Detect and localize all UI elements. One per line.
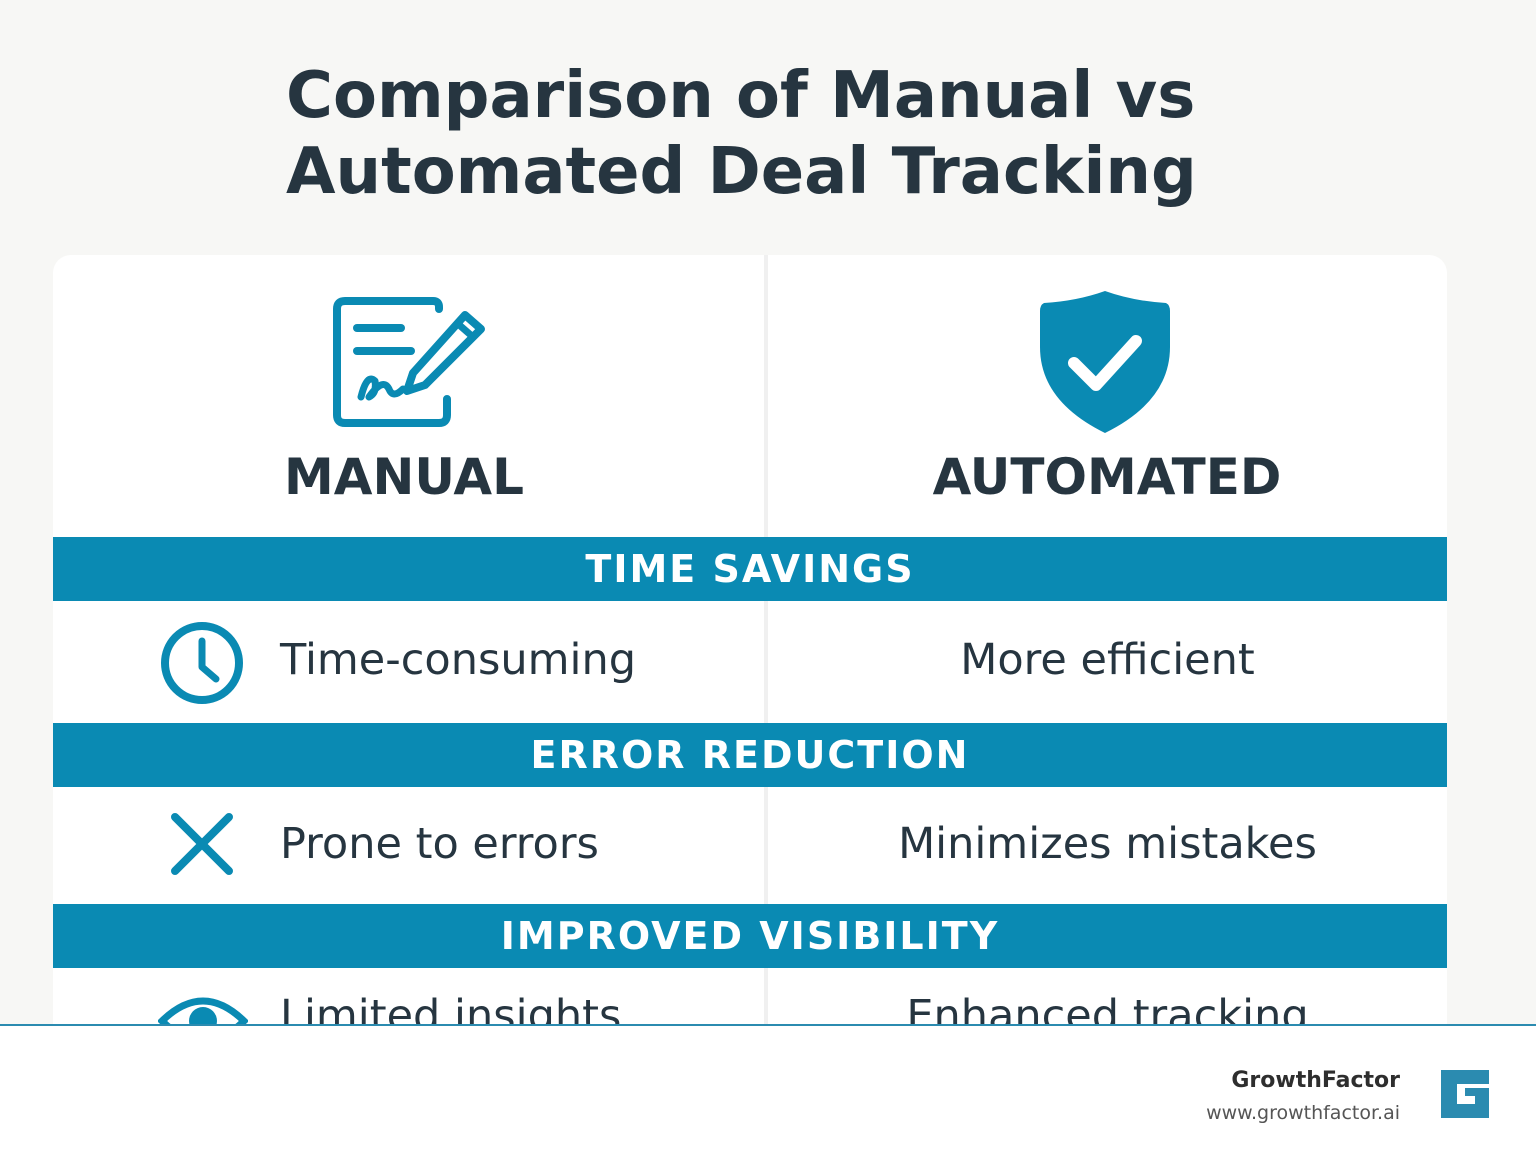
time-savings-automated: More efficient bbox=[960, 635, 1255, 685]
growthfactor-g-logo-icon bbox=[1437, 1066, 1493, 1126]
comparison-table: MANUAL AUTOMATED TIME SAVINGS Time-consu… bbox=[53, 255, 1447, 1115]
footer: GrowthFactor www.growthfactor.ai bbox=[0, 1024, 1536, 1154]
title-line-2: Automated Deal Tracking bbox=[286, 135, 1197, 209]
column-divider bbox=[764, 255, 768, 1115]
x-mark-icon bbox=[167, 809, 237, 883]
category-band-improved-visibility: IMPROVED VISIBILITY bbox=[53, 904, 1447, 968]
manual-heading: MANUAL bbox=[284, 448, 524, 506]
clock-icon bbox=[158, 619, 246, 711]
page-title: Comparison of Manual vs Automated Deal T… bbox=[286, 58, 1286, 210]
brand-url[interactable]: www.growthfactor.ai bbox=[1206, 1102, 1400, 1124]
shield-check-icon bbox=[1038, 289, 1172, 439]
error-reduction-automated: Minimizes mistakes bbox=[898, 819, 1317, 869]
category-band-error-reduction: ERROR REDUCTION bbox=[53, 723, 1447, 787]
brand-name: GrowthFactor bbox=[1231, 1068, 1400, 1093]
error-reduction-manual: Prone to errors bbox=[280, 819, 599, 869]
document-pen-icon bbox=[331, 293, 491, 433]
time-savings-manual: Time-consuming bbox=[280, 635, 636, 685]
title-line-1: Comparison of Manual vs bbox=[286, 59, 1196, 133]
category-band-time-savings: TIME SAVINGS bbox=[53, 537, 1447, 601]
automated-heading: AUTOMATED bbox=[932, 448, 1282, 506]
